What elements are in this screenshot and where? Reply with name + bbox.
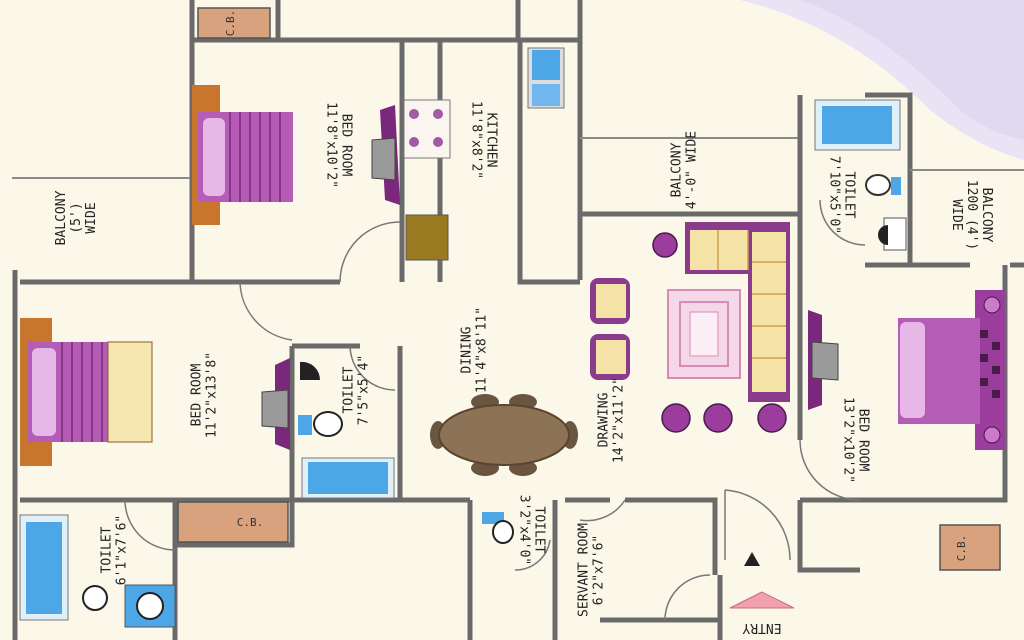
- room-label-line: 6'1"x7'6": [115, 515, 130, 585]
- room-label-line: 11'2"x13'8": [205, 352, 220, 438]
- room-label-line: BED ROOM: [339, 114, 354, 177]
- room-label-line: WIDE: [949, 199, 964, 230]
- room-label-line: 13'2"x10'2": [841, 397, 856, 483]
- label-toilet-small: TOILET3'2"x4'0": [517, 495, 547, 565]
- room-label-line: BED ROOM: [856, 409, 871, 472]
- label-balcony-center: BALCONY4'-0" WIDE: [670, 131, 700, 209]
- dresser-left: [261, 358, 290, 450]
- room-label-line: DINING: [460, 326, 475, 373]
- door-bedroom-left: [239, 281, 293, 341]
- door-toilet-right: [819, 199, 866, 246]
- door-entry: [724, 489, 791, 561]
- room-label-line: 4'-0" WIDE: [685, 131, 700, 209]
- label-bedroom-right: BED ROOM13'2"x10'2": [841, 397, 871, 483]
- door-servant-bottom: [664, 574, 711, 621]
- cupboard-left-label: C.B.: [237, 516, 264, 529]
- room-label-line: 11'8"x8'2": [469, 101, 484, 179]
- toilet-top-right-fixtures: [814, 99, 907, 251]
- cupboard-left: C.B.: [177, 501, 289, 543]
- label-toilet-bottom-left: TOILET6'1"x7'6": [100, 515, 130, 585]
- cupboard-top-label: C.B.: [224, 10, 237, 37]
- room-label-line: BALCONY: [670, 142, 685, 197]
- label-bedroom-left: BED ROOM11'2"x13'8": [190, 352, 220, 438]
- room-label-line: SERVANT ROOM: [577, 523, 592, 617]
- sofa-set: [685, 222, 790, 402]
- label-dining: DINING11'4"x8'11": [460, 307, 490, 393]
- room-label-line: BALCONY: [54, 190, 69, 245]
- room-label-line: TOILET: [100, 526, 115, 573]
- door-toilet-small: [514, 539, 551, 571]
- label-toilet-top-right: TOILET7'10"x5'0": [827, 156, 857, 234]
- room-label-line: 14'2"x11'2": [612, 377, 627, 463]
- door-swings: [124, 199, 866, 621]
- entry-marker: ENTRY: [729, 552, 795, 635]
- door-toilet-bottom: [124, 499, 176, 551]
- room-label-line: BALCONY: [979, 188, 994, 243]
- cupboard-right-label: C.B.: [955, 535, 968, 562]
- room-label-line: (5'): [69, 202, 84, 233]
- dresser-right: [808, 310, 839, 410]
- ottomans: [652, 232, 787, 433]
- door-servant: [579, 499, 626, 522]
- door-bedroom-right: [799, 439, 861, 501]
- room-label-line: 6'2"x7'6": [592, 535, 607, 605]
- room-label-line: 7'10"x5'0": [827, 156, 842, 234]
- room-label-line: TOILET: [342, 366, 357, 413]
- label-balcony-right: BALCONY1200 (4')WIDE: [949, 180, 994, 250]
- room-label-line: TOILET: [532, 507, 547, 554]
- label-servant-room: SERVANT ROOM6'2"x7'6": [577, 523, 607, 617]
- cupboard-top: C.B.: [197, 7, 271, 39]
- label-balcony-left: BALCONY(5')WIDE: [54, 190, 99, 245]
- bed-right: [898, 290, 1005, 450]
- room-label-line: 7'5"x5'4": [357, 355, 372, 425]
- room-label-line: WIDE: [84, 202, 99, 233]
- center-rug: [667, 289, 741, 379]
- toilet-small-fixtures: [482, 512, 514, 544]
- armchairs: [590, 278, 630, 380]
- room-label-line: BED ROOM: [190, 364, 205, 427]
- room-label-line: DRAWING: [597, 392, 612, 447]
- kitchen-fixtures: [403, 47, 565, 261]
- room-label-line: 11'8"x10'2": [324, 102, 339, 188]
- label-bedroom-top: BED ROOM11'8"x10'2": [324, 102, 354, 188]
- toilet-bottom-left-fixtures: [19, 514, 176, 628]
- dresser-top: [371, 105, 400, 205]
- label-drawing: DRAWING14'2"x11'2": [597, 377, 627, 463]
- room-label-line: 1200 (4'): [964, 180, 979, 250]
- walls: [12, 0, 1024, 640]
- background-swirl-inner: [800, 0, 1024, 140]
- entry-label: ENTRY: [742, 620, 781, 635]
- toilet-center-fixtures: [298, 361, 395, 499]
- label-toilet-center: TOILET7'5"x5'4": [342, 355, 372, 425]
- room-labels: BED ROOM11'8"x10'2" KITCHEN11'8"x8'2" BA…: [54, 101, 994, 617]
- room-label-line: 3'2"x4'0": [517, 495, 532, 565]
- bed-left: [20, 318, 153, 466]
- cupboard-right: C.B.: [939, 524, 1001, 571]
- dining-table: [430, 394, 578, 476]
- room-label-line: 11'4"x8'11": [475, 307, 490, 393]
- door-bedroom-top: [339, 221, 401, 283]
- room-label-line: TOILET: [842, 172, 857, 219]
- door-toilet-center: [349, 345, 396, 391]
- room-label-line: KITCHEN: [484, 113, 499, 168]
- label-kitchen: KITCHEN11'8"x8'2": [469, 101, 499, 179]
- bed-top: [192, 85, 293, 225]
